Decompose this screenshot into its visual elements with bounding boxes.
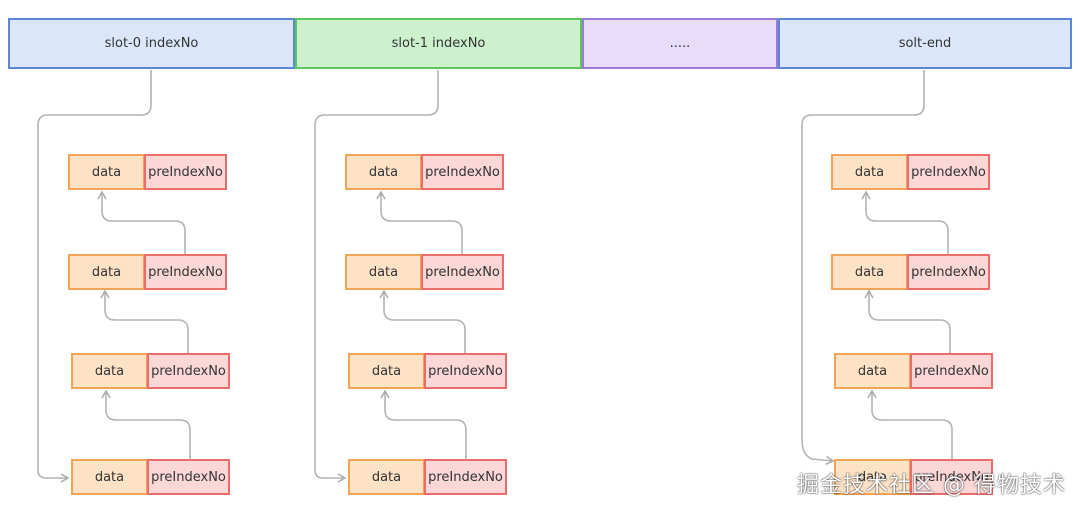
- node-preindex-cell: preIndexNo: [421, 154, 504, 190]
- node-data-cell: data: [68, 254, 145, 290]
- list-node: data preIndexNo: [834, 353, 993, 389]
- node-data-cell: data: [345, 154, 422, 190]
- slot-end-label: solt-end: [898, 36, 952, 51]
- list-node: data preIndexNo: [348, 353, 507, 389]
- node-preindex-cell: preIndexNo: [147, 459, 230, 495]
- list-node: data preIndexNo: [348, 459, 507, 495]
- list-node: data preIndexNo: [68, 154, 227, 190]
- slot-ellipsis-label: .....: [669, 36, 691, 51]
- node-preindex-cell: preIndexNo: [910, 353, 993, 389]
- node-data-cell: data: [71, 459, 148, 495]
- chain-0-2: [100, 289, 189, 353]
- list-node: data preIndexNo: [831, 254, 990, 290]
- node-data-cell: data: [831, 254, 908, 290]
- watermark: 掘金技术社区 @ 得物技术: [797, 473, 1066, 498]
- chain-1-2: [379, 289, 466, 353]
- chain-1-1: [376, 190, 463, 254]
- list-node: data preIndexNo: [68, 254, 227, 290]
- node-preindex-cell: preIndexNo: [907, 154, 990, 190]
- node-preindex-cell: preIndexNo: [144, 154, 227, 190]
- slot-ellipsis: .....: [582, 18, 778, 69]
- node-data-cell: data: [831, 154, 908, 190]
- list-node: data preIndexNo: [345, 254, 504, 290]
- list-node: data preIndexNo: [834, 459, 993, 495]
- slot-1: slot-1 indexNo: [295, 18, 582, 69]
- node-data-cell: data: [834, 353, 911, 389]
- chain-end-2: [864, 289, 951, 353]
- slot-0: slot-0 indexNo: [8, 18, 295, 69]
- list-node: data preIndexNo: [345, 154, 504, 190]
- list-node: data preIndexNo: [71, 459, 230, 495]
- node-data-cell: data: [348, 459, 425, 495]
- chain-0-1: [97, 190, 186, 254]
- node-preindex-cell: preIndexNo: [424, 353, 507, 389]
- node-preindex-cell: preIndexNo: [147, 353, 230, 389]
- node-preindex-cell: preIndexNo: [424, 459, 507, 495]
- node-data-cell: data: [71, 353, 148, 389]
- chain-end-3: [867, 389, 953, 459]
- node-data-cell: data: [348, 353, 425, 389]
- chain-1-3: [380, 389, 467, 459]
- slot-end: solt-end: [778, 18, 1072, 69]
- chain-end-1: [861, 190, 949, 254]
- slot-0-link: [37, 70, 152, 483]
- node-preindex-cell: preIndexNo: [907, 254, 990, 290]
- slot-1-link: [314, 70, 439, 483]
- node-preindex-cell: preIndexNo: [144, 254, 227, 290]
- node-preindex-cell: preIndexNo: [910, 459, 993, 495]
- node-data-cell: data: [345, 254, 422, 290]
- node-preindex-cell: preIndexNo: [421, 254, 504, 290]
- list-node: data preIndexNo: [831, 154, 990, 190]
- list-node: data preIndexNo: [71, 353, 230, 389]
- node-data-cell: data: [68, 154, 145, 190]
- slot-end-link: [801, 70, 925, 466]
- chain-0-3: [101, 389, 191, 459]
- slot-0-label: slot-0 indexNo: [104, 36, 199, 51]
- node-data-cell: data: [834, 459, 911, 495]
- slot-1-label: slot-1 indexNo: [391, 36, 486, 51]
